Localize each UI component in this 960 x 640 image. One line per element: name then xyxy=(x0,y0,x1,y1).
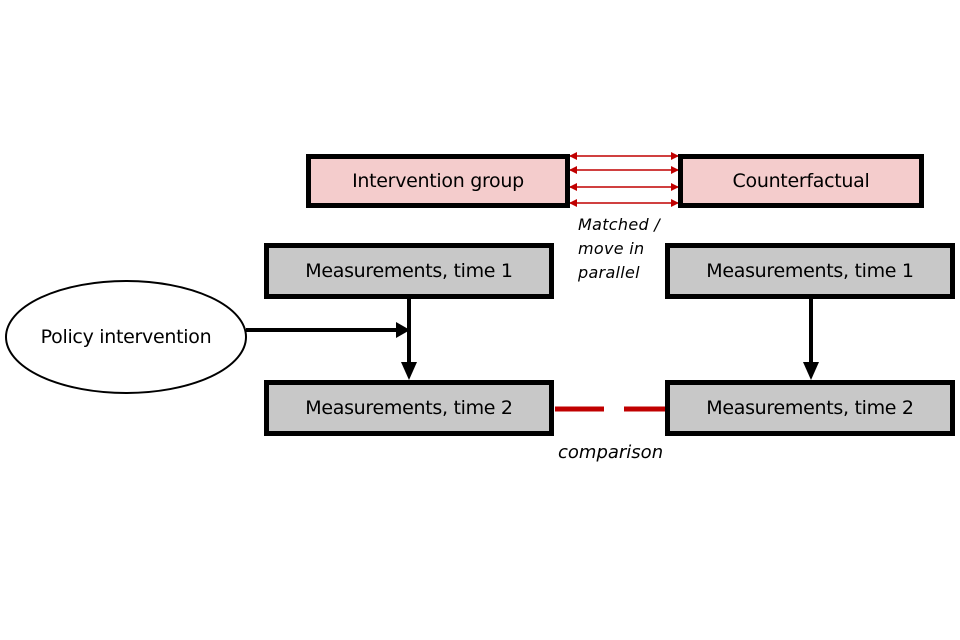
matched-arrows xyxy=(569,152,679,207)
left-measurements-time1-box: Measurements, time 1 xyxy=(264,243,554,299)
counterfactual-label: Counterfactual xyxy=(732,170,870,192)
matched-note: Matched / move in parallel xyxy=(578,213,660,285)
left-measurements-time2-label: Measurements, time 2 xyxy=(305,397,513,419)
policy-arrow-head xyxy=(396,322,410,338)
matched-note-line: Matched / xyxy=(578,215,660,234)
matched-note-line: move in xyxy=(578,239,645,258)
policy-intervention-label: Policy intervention xyxy=(40,326,212,348)
matched-note-line: parallel xyxy=(578,263,640,282)
intervention-group-box: Intervention group xyxy=(306,154,570,208)
comparison-note: comparison xyxy=(558,441,663,465)
right-time-arrow-head xyxy=(803,362,819,380)
right-measurements-time2-box: Measurements, time 2 xyxy=(665,380,955,436)
right-measurements-time1-label: Measurements, time 1 xyxy=(706,260,914,282)
intervention-group-label: Intervention group xyxy=(352,170,524,192)
counterfactual-box: Counterfactual xyxy=(678,154,924,208)
right-measurements-time1-box: Measurements, time 1 xyxy=(665,243,955,299)
left-measurements-time1-label: Measurements, time 1 xyxy=(305,260,513,282)
policy-ellipse xyxy=(5,280,247,394)
policy-intervention-label-wrap: Policy intervention xyxy=(6,281,246,393)
right-measurements-time2-label: Measurements, time 2 xyxy=(706,397,914,419)
left-measurements-time2-box: Measurements, time 2 xyxy=(264,380,554,436)
comparison-label: comparison xyxy=(558,442,664,463)
left-time-arrow-head xyxy=(401,362,417,380)
